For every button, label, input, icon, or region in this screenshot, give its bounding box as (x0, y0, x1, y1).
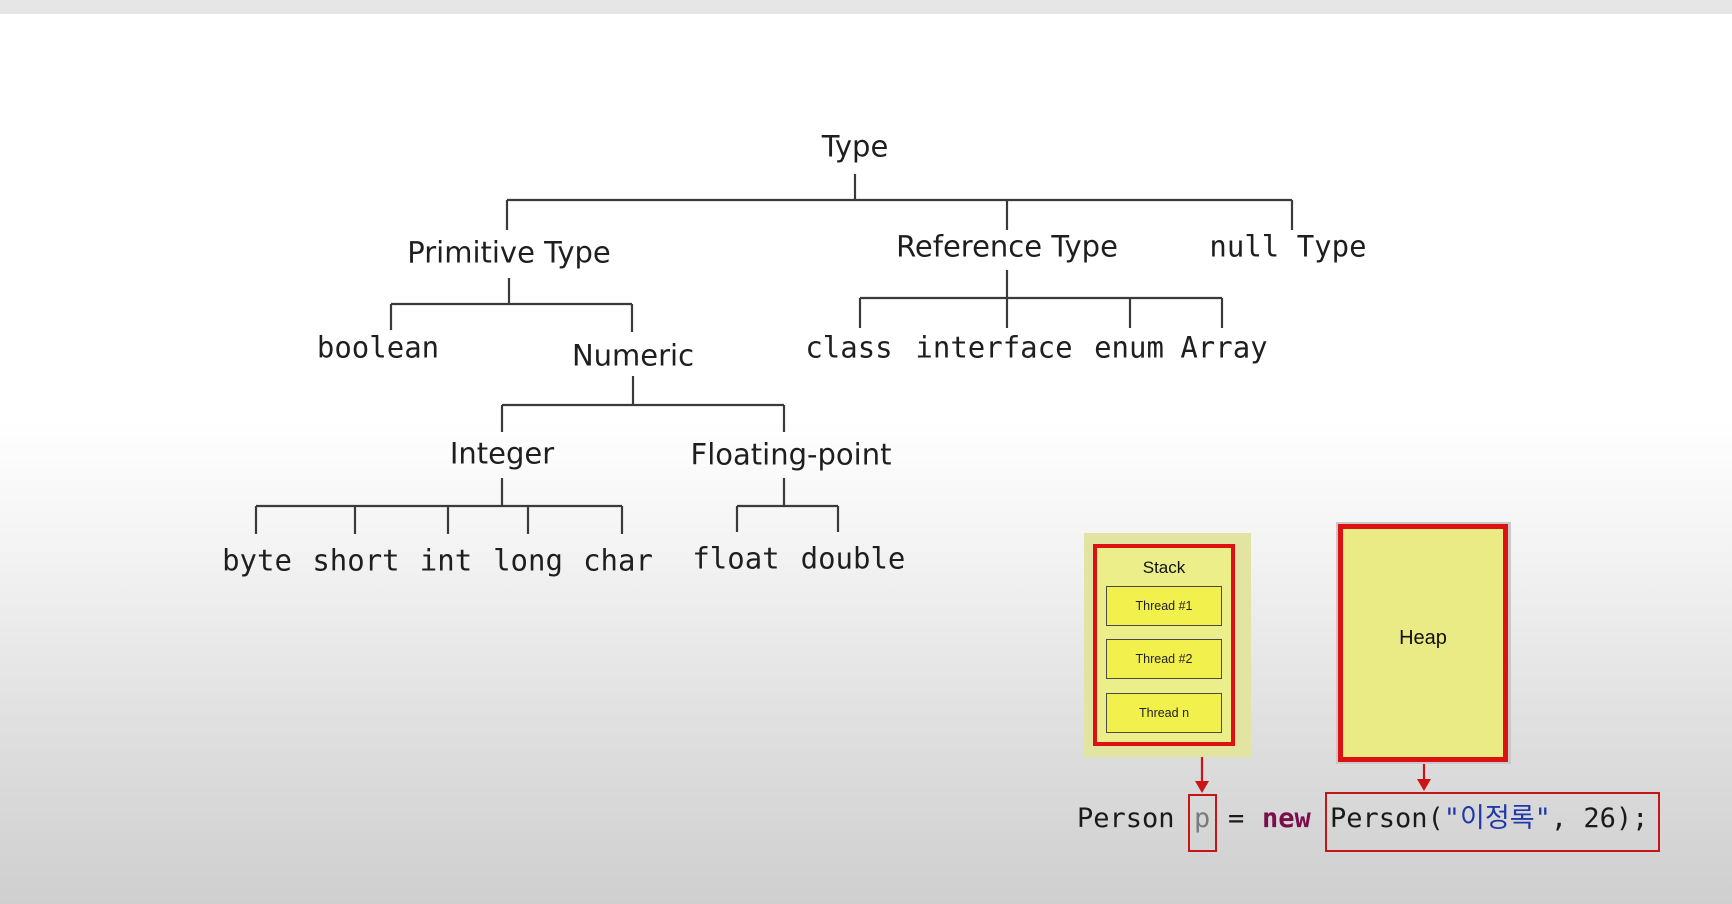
thread-n: Thread n (1106, 693, 1222, 733)
node-null-type: null Type (1209, 229, 1367, 264)
node-byte: byte (222, 543, 292, 578)
node-type: Type (821, 129, 889, 164)
node-interface: interface (915, 330, 1073, 365)
node-array: Array (1180, 330, 1268, 365)
stack-arrow-head (1195, 781, 1209, 793)
heap-frame: Heap (1338, 524, 1508, 762)
code-string-arg: "이정록" (1443, 803, 1551, 834)
thread-1: Thread #1 (1106, 586, 1222, 626)
node-reference-type: Reference Type (896, 229, 1118, 264)
heap-arrow-head (1417, 779, 1431, 791)
node-boolean: boolean (316, 330, 440, 365)
stack-label: Stack (1142, 558, 1186, 577)
top-bar (0, 0, 1732, 14)
node-double: double (800, 541, 906, 576)
node-short: short (312, 543, 400, 578)
stack-frame: Stack Thread #1 Thread #2 Thread n (1093, 544, 1235, 746)
node-integer: Integer (449, 436, 555, 471)
heap-label: Heap (1399, 627, 1447, 649)
code-rest: , 26); (1550, 803, 1649, 834)
code-equals: = (1228, 803, 1245, 834)
node-long: long (493, 543, 563, 578)
node-float: float (692, 541, 780, 576)
object-highlight-box (1325, 792, 1660, 852)
variable-highlight-box (1188, 794, 1217, 852)
node-numeric: Numeric (571, 338, 695, 373)
node-char: char (583, 543, 653, 578)
node-class: class (805, 330, 893, 365)
code-keyword-new: new (1262, 803, 1311, 834)
thread-2: Thread #2 (1106, 639, 1222, 679)
node-enum: enum (1094, 330, 1164, 365)
node-primitive-type: Primitive Type (407, 235, 611, 270)
code-ctor-prefix: Person( (1330, 803, 1444, 834)
code-type: Person (1077, 803, 1175, 834)
node-int: int (419, 543, 473, 578)
node-floating-point: Floating-point (690, 437, 892, 472)
code-constructor: Person("이정록", 26); (1330, 800, 1648, 838)
code-variable: p (1194, 803, 1211, 834)
